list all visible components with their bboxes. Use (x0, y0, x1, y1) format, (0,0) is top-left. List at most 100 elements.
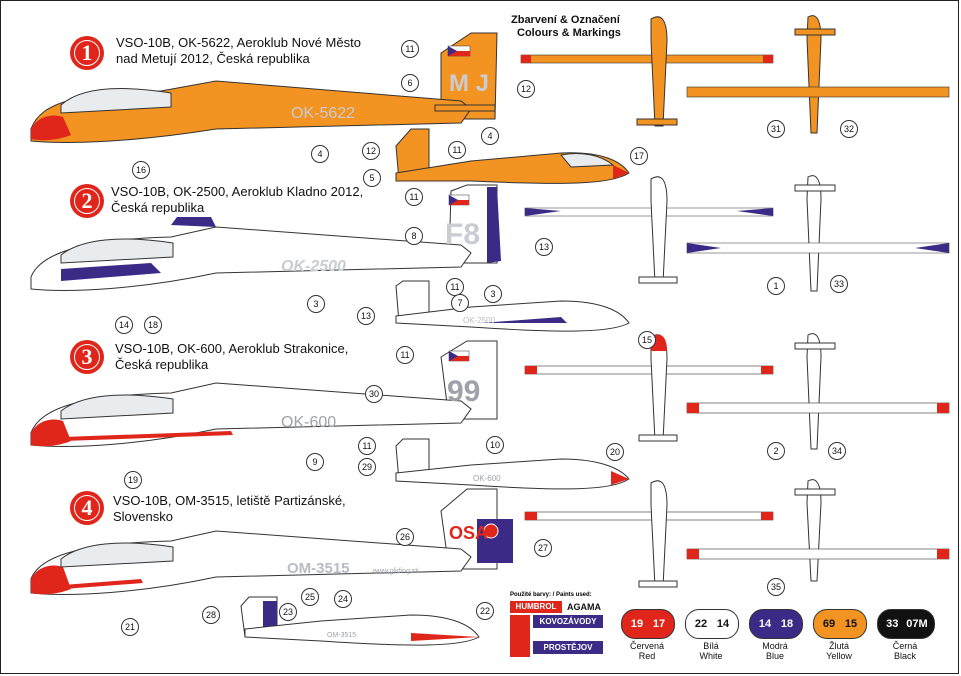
callout: 11 (358, 437, 376, 455)
callout: 4 (311, 145, 329, 163)
callout: 26 (396, 528, 414, 546)
callout: 11 (448, 141, 466, 159)
callout: 27 (534, 539, 552, 557)
callout: 11 (396, 346, 414, 364)
callout: 30 (365, 385, 383, 403)
callout: 11 (446, 278, 464, 296)
scheme-4-top-view (524, 479, 950, 588)
callout: 9 (306, 453, 324, 471)
swatch-white-label-cz: Bílá (703, 641, 719, 651)
scheme-3-badge: 3 (70, 340, 104, 374)
callout: 31 (767, 120, 785, 138)
swatch-white-label-en: White (699, 651, 723, 661)
scheme-2-small-registration: OK-2500 (463, 316, 496, 325)
callout: 20 (606, 443, 624, 461)
callout: 17 (630, 147, 648, 165)
kovozavody-logo-shield (510, 615, 530, 657)
scheme-1-small-side-view (395, 128, 630, 184)
callout: 7 (451, 294, 469, 312)
scheme-1-fin-code: M J (449, 70, 489, 97)
swatch-red-label-en: Red (638, 651, 656, 661)
swatch-yellow-label-en: Yellow (826, 651, 852, 661)
callout: 15 (638, 331, 656, 349)
callout: 10 (486, 436, 504, 454)
prostejov-logo: PROSTĚJOV (533, 641, 603, 654)
swatch-red-label-cz: Červená (629, 641, 665, 651)
callout: 35 (767, 578, 785, 596)
scheme-2-title: VSO-10B, OK-2500, Aeroklub Kladno 2012, … (111, 184, 364, 215)
callout: 32 (840, 120, 858, 138)
callout: 22 (476, 602, 494, 620)
swatch-yellow-label-cz: Žlutá (828, 641, 849, 651)
callout: 19 (124, 471, 142, 489)
agama-logo: AGAMA (567, 602, 601, 612)
scheme-2-top-view (524, 175, 950, 292)
callout: 12 (362, 142, 380, 160)
callout: 28 (202, 606, 220, 624)
scheme-4-fin-code: OSA (449, 523, 488, 543)
scheme-4-small-side-view: OM-3515 (240, 596, 480, 646)
swatch-blue-label-en: Blue (765, 651, 784, 661)
callout: 1 (767, 277, 785, 295)
scheme-1-badge: 1 (70, 36, 104, 70)
callout: 23 (279, 603, 297, 621)
scheme-2-side-view: OK-2500 F8 (30, 184, 501, 291)
callout: 13 (357, 307, 375, 325)
callout: 33 (830, 275, 848, 293)
scheme-1-top-view (520, 15, 950, 134)
humbrol-logo: HUMBROL (510, 601, 562, 613)
scheme-4-registration: OM-3515 (287, 560, 350, 577)
swatch-black-label-en: Black (893, 651, 916, 661)
scheme-2-fin-code: F8 (445, 218, 480, 251)
scheme-1-registration: OK-5622 (291, 105, 355, 122)
callout: 16 (132, 161, 150, 179)
swatch-black-label-cz: Černá (892, 641, 918, 651)
callout: 18 (144, 316, 162, 334)
callout: 25 (301, 588, 319, 606)
callout: 21 (121, 618, 139, 636)
callout: 6 (401, 74, 419, 92)
scheme-4-badge: 4 (70, 491, 104, 525)
callout: 12 (517, 80, 535, 98)
scheme-2-small-side-view: OK-2500 (395, 280, 630, 332)
scheme-3-small-registration: OK-600 (473, 474, 501, 483)
scheme-2-badge: 2 (70, 184, 104, 218)
scheme-3-title: VSO-10B, OK-600, Aeroklub Strakonice, Če… (115, 341, 349, 372)
sheet-header-en: Colours & Markings (517, 27, 621, 39)
scheme-1-title: VSO-10B, OK-5622, Aeroklub Nové Město na… (116, 35, 361, 66)
callout: 14 (115, 316, 133, 334)
scheme-4-website: www.gliding.sk (372, 568, 419, 575)
scheme-3-fin-code: 99 (447, 375, 480, 408)
scheme-3-top-view (524, 333, 950, 450)
callout: 5 (363, 169, 381, 187)
kovozavody-logo: KOVOZÁVODY (533, 615, 603, 628)
scheme-4-side-view: OSA OM-3515 www.gliding.sk (30, 488, 513, 595)
callout: 11 (405, 188, 423, 206)
scheme-4-small-registration: OM-3515 (327, 632, 356, 639)
scheme-3-side-view: OK-600 99 (30, 340, 498, 447)
swatch-blue-label-cz: Modrá (762, 641, 788, 651)
callout: 2 (767, 442, 785, 460)
callout: 8 (405, 227, 423, 245)
scheme-1-side-view: OK-5622 M J (30, 32, 498, 143)
callout: 4 (481, 127, 499, 145)
callout: 34 (828, 442, 846, 460)
sheet-header-cz: Zbarvení & Označení (511, 14, 620, 26)
scheme-3-registration: OK-600 (281, 414, 336, 431)
scheme-4-title: VSO-10B, OM-3515, letiště Partizánské, S… (113, 493, 346, 524)
callout: 11 (401, 40, 419, 58)
paints-header: Použité barvy: / Paints used: (510, 592, 592, 598)
callout: 13 (535, 238, 553, 256)
callout: 3 (307, 295, 325, 313)
scheme-3-small-side-view: OK-600 (395, 438, 630, 490)
scheme-2-registration: OK-2500 (281, 258, 346, 275)
callout: 24 (334, 590, 352, 608)
callout: 3 (484, 285, 502, 303)
